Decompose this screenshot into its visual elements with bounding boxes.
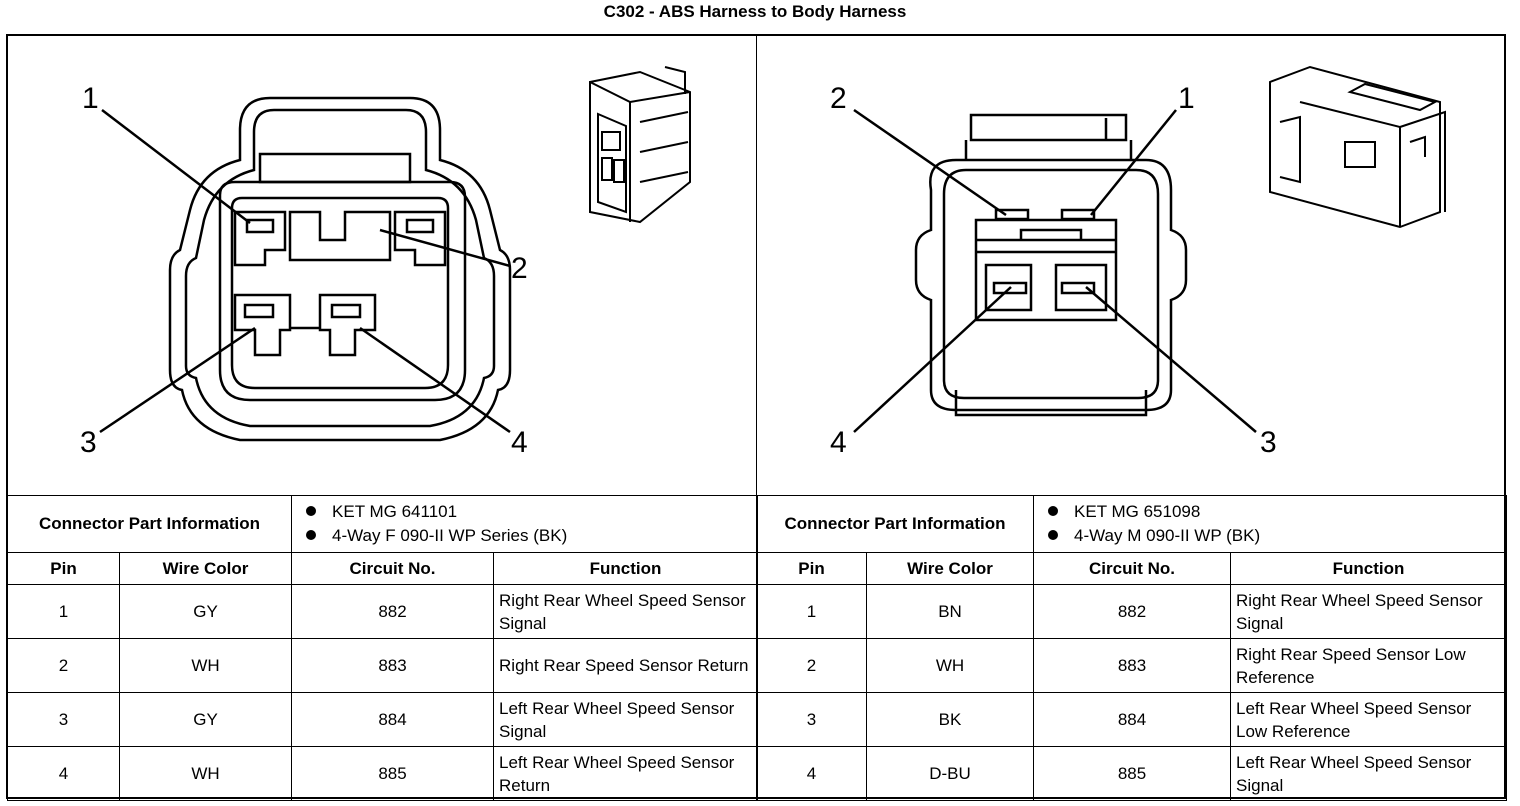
part-description: 4-Way M 090-II WP (BK) [1074, 526, 1261, 545]
left-pinout-table: Connector Part Information KET MG 641101… [6, 495, 759, 801]
table-row: 2 WH 883 Right Rear Speed Sensor Return [7, 638, 759, 693]
table-row: 2 WH 883 Right Rear Speed Sensor Low Ref… [756, 638, 1508, 693]
male-connector-face-drawing [853, 108, 1257, 433]
bullet-icon [306, 506, 317, 516]
header-pin: Pin [756, 552, 867, 585]
pin-callout-4: 4 [511, 426, 528, 459]
function-cell: Right Rear Wheel Speed Sensor Signal [493, 584, 759, 639]
wire-color-cell: D-BU [865, 746, 1035, 801]
pin-callout-2: 2 [511, 252, 528, 285]
pin-cell: 2 [756, 638, 867, 693]
pin-callout-1: 1 [82, 82, 99, 115]
part-info-item: 4-Way F 090-II WP Series (BK) [306, 524, 757, 548]
connector-part-info-label: Connector Part Information [6, 495, 293, 553]
page-title: C302 - ABS Harness to Body Harness [603, 2, 907, 21]
female-connector-face-drawing [99, 96, 512, 442]
function-cell: Right Rear Speed Sensor Low Reference [1230, 638, 1508, 693]
part-info-item: KET MG 651098 [1048, 500, 1506, 524]
pin-cell: 1 [7, 584, 120, 639]
pin-callout-3: 3 [80, 426, 97, 459]
wire-color-cell: GY [118, 584, 293, 639]
table-row: 3 GY 884 Left Rear Wheel Speed Sensor Si… [7, 692, 759, 747]
bullet-icon [1048, 530, 1059, 540]
pin-cell: 4 [7, 746, 120, 801]
connector-part-info: KET MG 641101 4-Way F 090-II WP Series (… [291, 495, 759, 553]
header-pin: Pin [7, 552, 120, 585]
header-function: Function [493, 552, 759, 585]
header-function: Function [1230, 552, 1508, 585]
table-row: 4 D-BU 885 Left Rear Wheel Speed Sensor … [756, 746, 1508, 801]
table-row: 4 WH 885 Left Rear Wheel Speed Sensor Re… [7, 746, 759, 801]
part-number: KET MG 651098 [1074, 502, 1201, 521]
header-circuit-no: Circuit No. [291, 552, 495, 585]
bullet-icon [1048, 506, 1059, 516]
female-connector-iso-drawing [589, 66, 691, 224]
header-circuit-no: Circuit No. [1033, 552, 1232, 585]
pin-cell: 2 [7, 638, 120, 693]
function-cell: Right Rear Speed Sensor Return [493, 638, 759, 693]
wire-color-cell: BN [865, 584, 1035, 639]
circuit-cell: 883 [291, 638, 495, 693]
circuit-cell: 882 [291, 584, 495, 639]
part-number: KET MG 641101 [332, 502, 458, 521]
connector-part-info: KET MG 651098 4-Way M 090-II WP (BK) [1033, 495, 1508, 553]
function-cell: Right Rear Wheel Speed Sensor Signal [1230, 584, 1508, 639]
pin-callout-2-male: 2 [830, 82, 847, 115]
wire-color-cell: BK [865, 692, 1035, 747]
table-row: 1 BN 882 Right Rear Wheel Speed Sensor S… [756, 584, 1508, 639]
part-info-item: 4-Way M 090-II WP (BK) [1048, 524, 1506, 548]
panel-divider [756, 34, 757, 496]
part-info-item: KET MG 641101 [306, 500, 757, 524]
wire-color-cell: WH [865, 638, 1035, 693]
circuit-cell: 883 [1033, 638, 1232, 693]
table-row: 3 BK 884 Left Rear Wheel Speed Sensor Lo… [756, 692, 1508, 747]
function-cell: Left Rear Wheel Speed Sensor Signal [493, 692, 759, 747]
wire-color-cell: GY [118, 692, 293, 747]
pin-cell: 3 [7, 692, 120, 747]
circuit-cell: 884 [1033, 692, 1232, 747]
circuit-cell: 885 [1033, 746, 1232, 801]
table-row: 1 GY 882 Right Rear Wheel Speed Sensor S… [7, 584, 759, 639]
header-wire-color: Wire Color [118, 552, 293, 585]
pin-callout-1-male: 1 [1178, 82, 1195, 115]
part-description: 4-Way F 090-II WP Series (BK) [332, 526, 568, 545]
connector-part-info-label: Connector Part Information [755, 495, 1035, 553]
pin-cell: 3 [756, 692, 867, 747]
right-pinout-table: Connector Part Information KET MG 651098… [755, 495, 1508, 801]
function-cell: Left Rear Wheel Speed Sensor Signal [1230, 746, 1508, 801]
pin-cell: 1 [756, 584, 867, 639]
bullet-icon [306, 530, 317, 540]
header-wire-color: Wire Color [865, 552, 1035, 585]
pin-callout-4-male: 4 [830, 426, 847, 459]
circuit-cell: 882 [1033, 584, 1232, 639]
function-cell: Left Rear Wheel Speed Sensor Low Referen… [1230, 692, 1508, 747]
circuit-cell: 884 [291, 692, 495, 747]
wire-color-cell: WH [118, 746, 293, 801]
pin-callout-3-male: 3 [1260, 426, 1277, 459]
function-cell: Left Rear Wheel Speed Sensor Return [493, 746, 759, 801]
circuit-cell: 885 [291, 746, 495, 801]
wire-color-cell: WH [118, 638, 293, 693]
pin-cell: 4 [756, 746, 867, 801]
male-connector-iso-drawing [1269, 65, 1446, 229]
